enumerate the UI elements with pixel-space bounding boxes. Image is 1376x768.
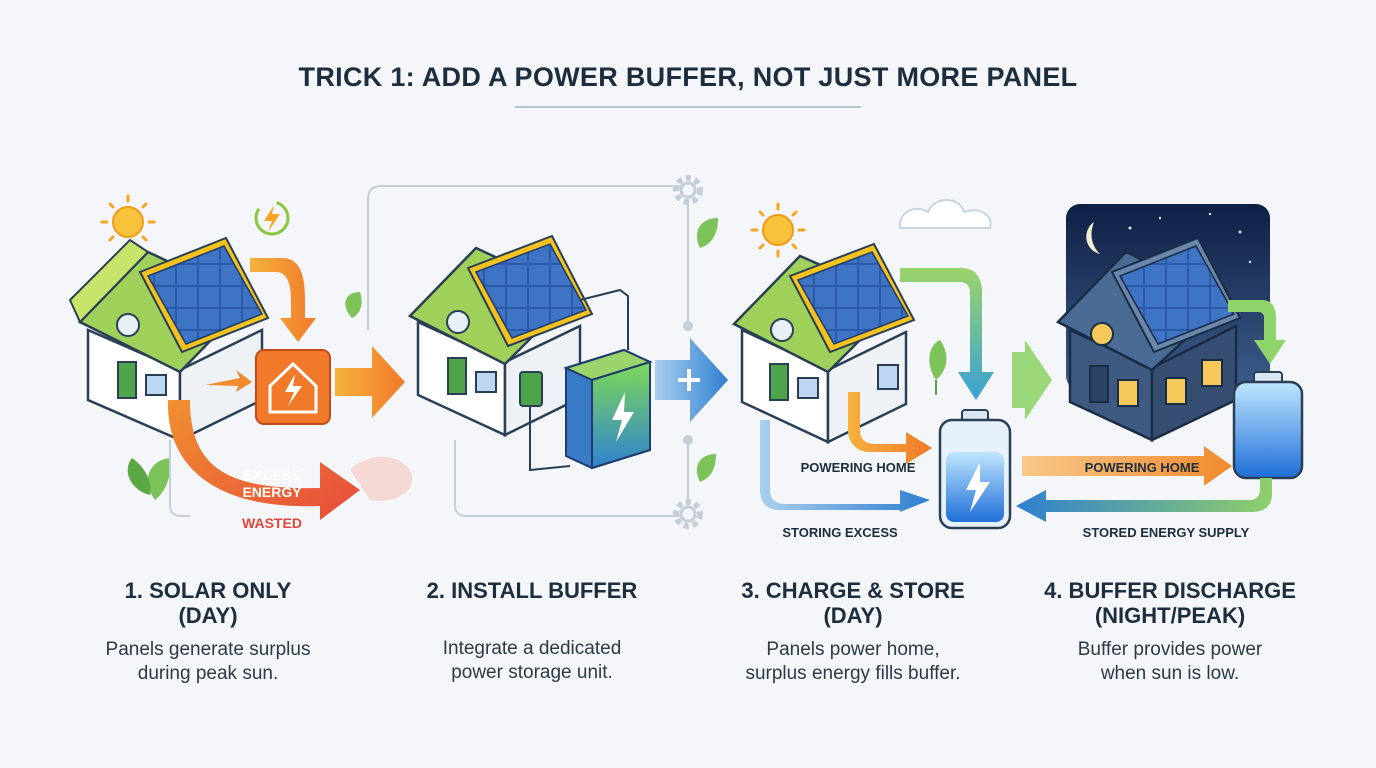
gear-icon <box>673 499 703 529</box>
step-2-title: 2. INSTALL BUFFER <box>426 578 638 603</box>
recycle-bolt-icon <box>254 200 290 236</box>
step-3-caption: 3. CHARGE & STORE(DAY) Panels power home… <box>703 578 1003 686</box>
solar-panel-icon <box>466 234 594 348</box>
excess-label-line1: EXCESS <box>244 467 301 483</box>
home-energy-icon <box>255 349 331 425</box>
gear-icon <box>673 175 703 205</box>
leaf-icon <box>127 292 362 500</box>
step-4-title: 4. BUFFER DISCHARGE(NIGHT/PEAK) <box>1044 578 1296 628</box>
inverter-icon <box>519 371 543 407</box>
night-flow-arrow <box>1228 300 1286 364</box>
step-4-caption: 4. BUFFER DISCHARGE(NIGHT/PEAK) Buffer p… <box>1020 578 1320 686</box>
solar-flow-arrow <box>250 258 316 342</box>
step-3-title: 3. CHARGE & STORE(DAY) <box>741 578 965 628</box>
solar-panel-icon <box>138 236 270 354</box>
leaf-icon <box>929 340 947 395</box>
title-divider <box>515 106 861 108</box>
page-title: TRICK 1: ADD A POWER BUFFER, NOT JUST MO… <box>298 62 1078 92</box>
power-buffer-unit-icon <box>563 348 653 470</box>
sun-icon <box>750 202 806 258</box>
charge-flow-arrow <box>900 268 994 400</box>
transition-arrow-3 <box>1012 340 1052 420</box>
powering-home-night-label: POWERING HOME <box>1085 460 1200 475</box>
plus-arrow <box>655 338 728 422</box>
power-flow-arrow-night <box>1022 446 1232 486</box>
leaf-icon <box>696 218 718 482</box>
battery-icon <box>1232 371 1304 480</box>
power-flow-arrow <box>848 392 932 464</box>
transition-arrow-1 <box>335 346 405 418</box>
excess-label-line2: ENERGY <box>242 484 302 500</box>
storing-excess-label: STORING EXCESS <box>782 525 898 540</box>
powering-home-label: POWERING HOME <box>801 460 916 475</box>
stored-supply-arrow <box>1016 478 1272 522</box>
storing-flow-arrow <box>760 420 930 512</box>
battery-icon <box>938 409 1012 530</box>
stars-icon <box>1128 212 1252 264</box>
step-1-caption: 1. SOLAR ONLY(DAY) Panels generate surpl… <box>58 578 358 686</box>
step-3-description: Panels power home,surplus energy fills b… <box>745 639 961 684</box>
stored-supply-label: STORED ENERGY SUPPLY <box>1083 525 1250 540</box>
solar-panel-icon <box>788 242 916 354</box>
excess-energy-arrow <box>167 400 413 520</box>
solar-panel-icon <box>1110 236 1242 354</box>
moon-icon <box>1086 222 1100 254</box>
small-flow-arrow <box>205 370 252 392</box>
sun-icon <box>100 194 156 250</box>
cloud-icon <box>898 199 992 229</box>
wasted-label: WASTED <box>242 515 302 531</box>
step-1-title: 1. SOLAR ONLY(DAY) <box>124 578 292 628</box>
